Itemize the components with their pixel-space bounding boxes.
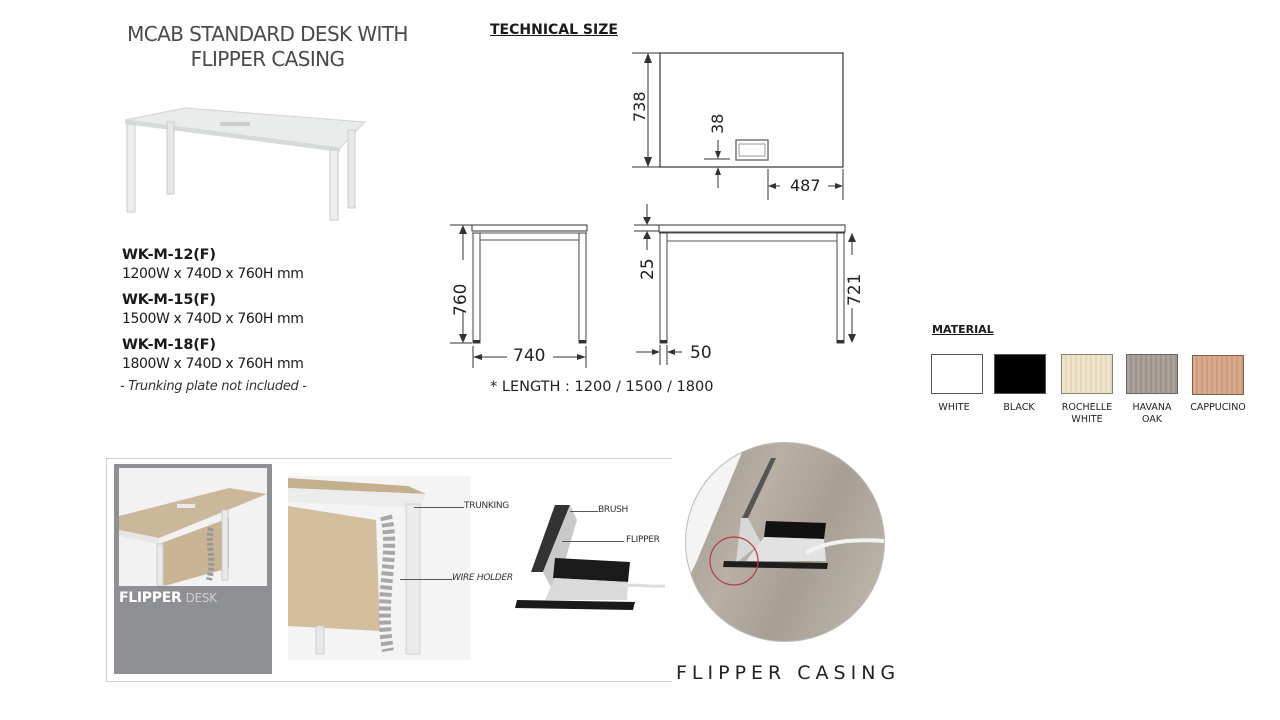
top-view-drawing (632, 52, 844, 200)
front-view-drawing (634, 204, 856, 365)
swatch-label-havana-line1: HAVANA (1132, 402, 1172, 413)
flipper-desk-photo (119, 468, 267, 586)
flipper-casing-caption: FLIPPER CASING (676, 662, 901, 684)
flipper-casing-detail (686, 443, 884, 586)
swatch-label-rochelle-line1: ROCHELLE (1061, 402, 1113, 413)
trunking-closeup-photo (288, 476, 470, 660)
technical-size-heading: TECHNICAL SIZE (490, 22, 618, 38)
flipper-desk-caption: FLIPPER DESK (119, 590, 217, 606)
model-code-15: WK-M-15(F) (122, 292, 216, 308)
side-view-drawing (450, 224, 588, 368)
flipper-desk-caption-bold: FLIPPER (119, 590, 182, 606)
swatch-label-cappucino: CAPPUCINO (1190, 402, 1246, 413)
trunking-callout-line (414, 507, 464, 508)
swatch-cappucino (1192, 355, 1244, 395)
desk-render-image (124, 107, 367, 221)
swatch-label-rochelle: ROCHELLE WHITE (1052, 402, 1122, 426)
wire-holder-callout: WIRE HOLDER (452, 573, 513, 583)
swatch-rochelle-white (1061, 354, 1113, 394)
trunking-callout: TRUNKING (464, 501, 509, 511)
flipper-desk-caption-light: DESK (185, 591, 217, 605)
dim-50: 50 (690, 343, 712, 363)
flipper-callout-line (562, 541, 624, 542)
brush-callout-line (570, 511, 598, 512)
swatch-label-white: WHITE (938, 402, 970, 413)
dim-760: 760 (451, 283, 471, 316)
product-title-line2: FLIPPER CASING (190, 47, 345, 71)
swatch-label-rochelle-line2: WHITE (1071, 414, 1103, 425)
swatch-black (994, 354, 1046, 394)
model-size-18: 1800W x 740D x 760H mm (122, 356, 304, 372)
swatch-label-black: BLACK (1003, 402, 1035, 413)
flipper-casing-closeup (685, 442, 885, 642)
swatch-label-havana: HAVANA OAK (1117, 402, 1187, 426)
product-title: MCAB STANDARD DESK WITH FLIPPER CASING (100, 22, 435, 72)
dim-738: 738 (630, 91, 649, 122)
length-note: * LENGTH : 1200 / 1500 / 1800 (490, 379, 714, 395)
dim-25: 25 (638, 258, 658, 280)
trunking-note: - Trunking plate not included - (120, 379, 307, 394)
dim-38: 38 (708, 113, 727, 134)
model-size-15: 1500W x 740D x 760H mm (122, 311, 304, 327)
model-code-18: WK-M-18(F) (122, 337, 216, 353)
model-code-12: WK-M-12(F) (122, 247, 216, 263)
wire-holder-callout-line (400, 579, 452, 580)
swatch-white (931, 354, 983, 394)
flipper-callout: FLIPPER (626, 535, 660, 545)
swatch-havana-oak (1126, 354, 1178, 394)
dim-721: 721 (845, 273, 865, 306)
dim-487: 487 (790, 176, 821, 195)
product-title-line1: MCAB STANDARD DESK WITH (127, 22, 408, 46)
swatch-label-havana-line2: OAK (1141, 414, 1163, 425)
brush-callout: BRUSH (598, 505, 628, 515)
model-size-12: 1200W x 740D x 760H mm (122, 266, 304, 282)
dim-740: 740 (513, 346, 546, 366)
material-heading: MATERIAL (932, 323, 994, 336)
flipper-mechanism-image (515, 505, 665, 610)
